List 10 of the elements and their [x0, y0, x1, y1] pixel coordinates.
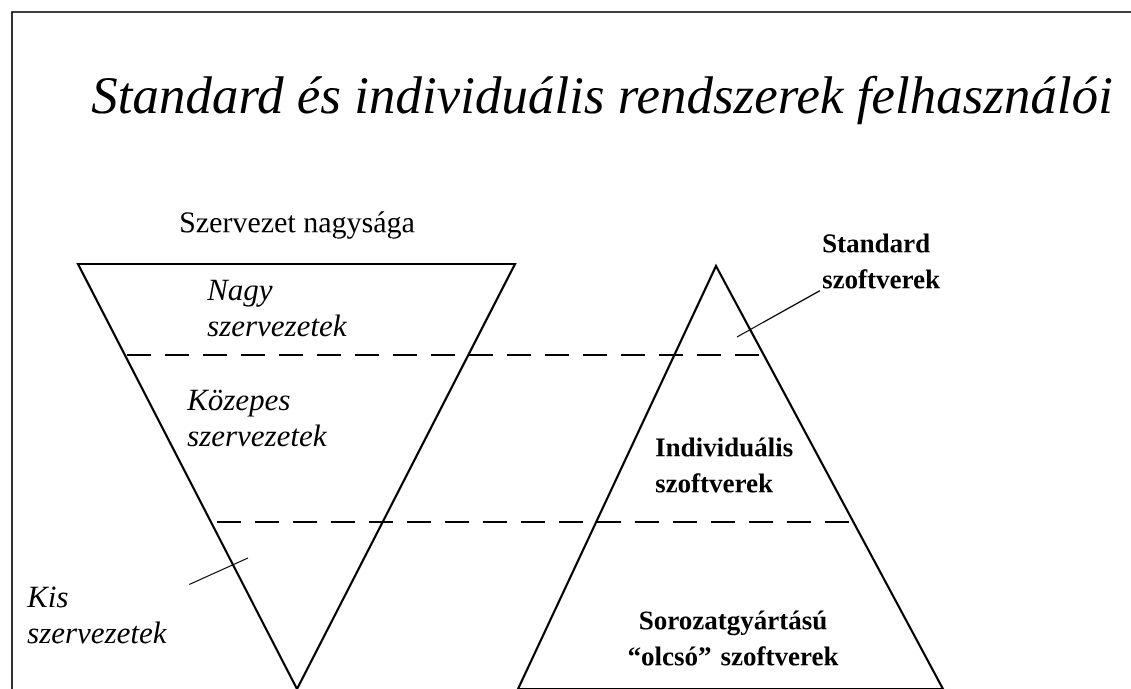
region-label: Közepes szervezetek — [186, 389, 327, 447]
title: Standard és individuális rendszerek felhasználói — [91, 75, 1112, 125]
region-label: Nagy szervezetek — [206, 279, 347, 337]
leader-line — [188, 557, 249, 586]
callout-label: Standard szoftverek — [822, 233, 941, 289]
leader-line — [736, 290, 821, 338]
callout-label: Kis szervezetek — [26, 586, 167, 644]
heading: Szervezet nagysága — [181, 211, 415, 239]
region-label: Sorozatgyártású “olcsó” szoftverek — [628, 610, 839, 666]
region-label: Individuális szoftverek — [655, 437, 793, 493]
